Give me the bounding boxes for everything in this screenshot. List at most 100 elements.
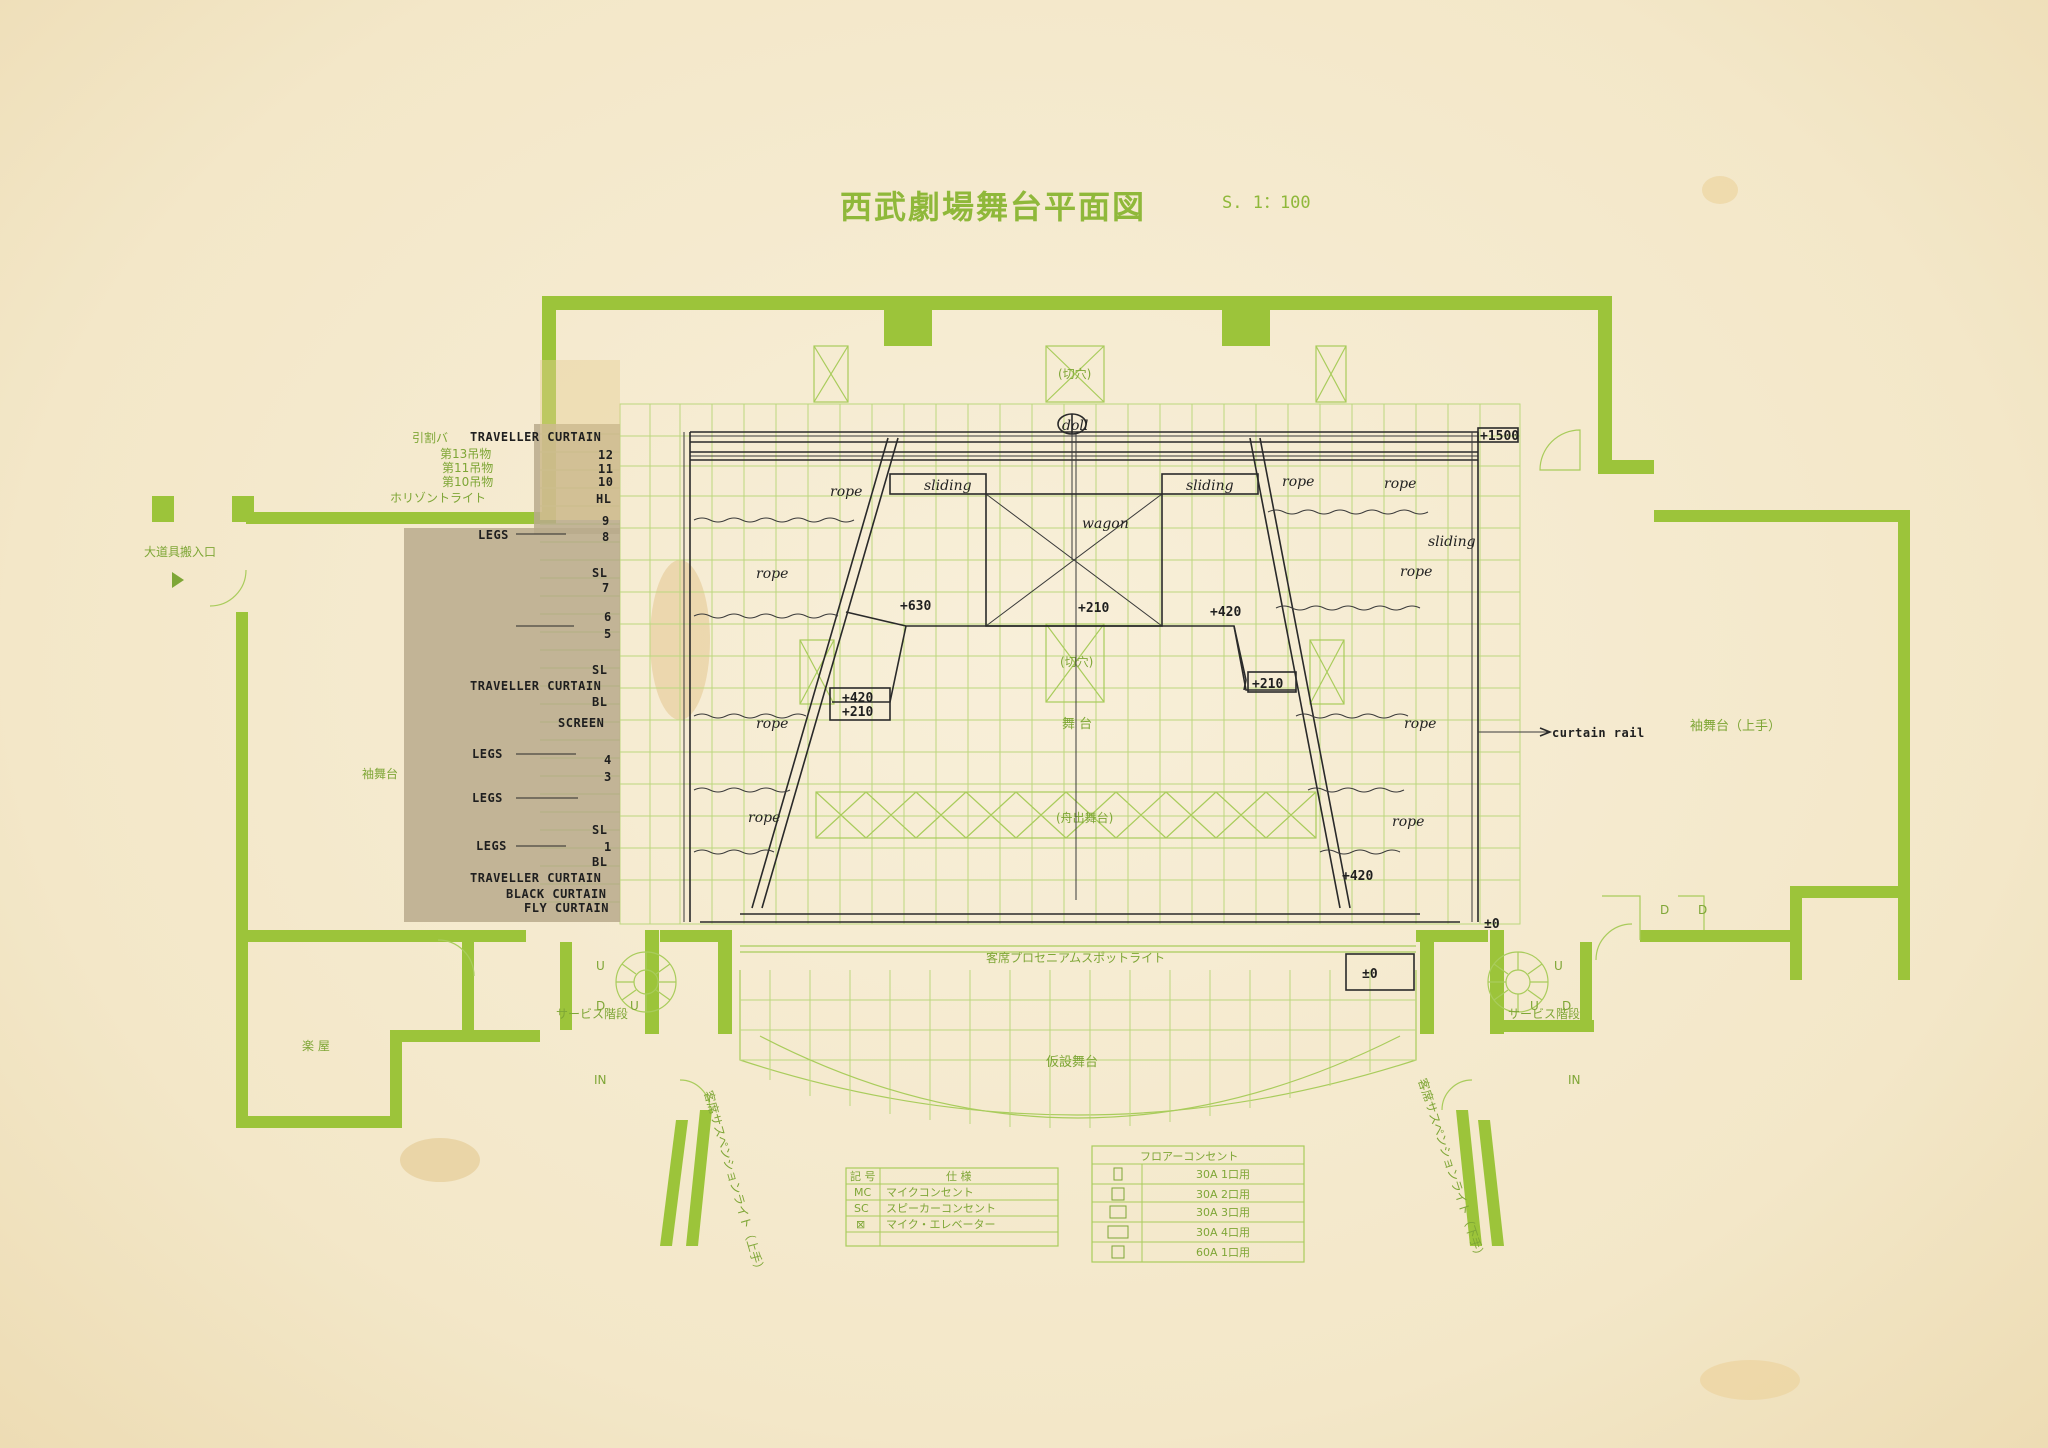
- left-lower-wall: [236, 930, 526, 942]
- legend-row2-sym: SC: [854, 1202, 869, 1215]
- floor-row-1: 30A 1口用: [1196, 1168, 1250, 1181]
- floor-row-5: 60A 1口用: [1196, 1246, 1250, 1259]
- aud-left-wall-b: [686, 1110, 712, 1246]
- bar-fly: FLY CURTAIN: [524, 901, 609, 915]
- bar-legs-4: LEGS: [476, 839, 507, 853]
- room-labels: 大道具搬入口 袖舞台 袖舞台（上手） 楽 屋 サービス階段 サービス階段 IN …: [144, 544, 1781, 1276]
- stage-label: 舞 台: [1062, 717, 1092, 732]
- outlet-1-icon: [1113, 1167, 1123, 1181]
- raked-wall-left: [751, 437, 899, 909]
- outlet-4-icon: [1107, 1225, 1129, 1239]
- bar-legs-3: LEGS: [472, 791, 503, 805]
- bar-bl-2: BL: [592, 855, 607, 869]
- bar-1: 1: [604, 840, 612, 854]
- u-label-5: D: [1660, 903, 1669, 917]
- gakuya-bottom: [236, 1116, 396, 1128]
- bar-black: BLACK CURTAIN: [506, 887, 606, 901]
- curtain-rail-label: curtain rail: [1552, 726, 1645, 740]
- daidogu-label: 大道具搬入口: [144, 544, 216, 559]
- entry-arrow-icon: [172, 572, 184, 588]
- stage-machinery: [683, 413, 1553, 991]
- gakuya-label: 楽 屋: [302, 1039, 330, 1053]
- aud-left-wall-a: [660, 1120, 688, 1246]
- prosc-spot-lines: [740, 945, 1416, 953]
- left-outer-wall: [236, 612, 248, 1128]
- trap-boxes-top: [813, 345, 1347, 403]
- level-420-c: +420: [1342, 869, 1373, 884]
- pilaster-1: [884, 296, 932, 346]
- overlay-upper: [534, 424, 620, 534]
- bar-jp-13: 第13吊物: [440, 447, 491, 461]
- right-upper-wall: [1654, 510, 1910, 522]
- prosc-spot-label: 客席プロセニアムスポットライト: [986, 950, 1165, 965]
- spiral-stairs: [615, 951, 1549, 1013]
- bar-11: 11: [598, 462, 613, 476]
- bar-traveller-top: TRAVELLER CURTAIN: [470, 430, 601, 444]
- legend-head-sym: 記 号: [850, 1169, 876, 1183]
- stage-labels: doll wagon sliding sliding sliding rope …: [748, 418, 1645, 982]
- raked-wall-right: [1249, 437, 1351, 909]
- bar-legs-1: LEGS: [478, 528, 509, 542]
- bar-5: 5: [604, 627, 612, 641]
- floor-table-head: フロアーコンセント: [1140, 1150, 1238, 1163]
- bar-jp-10: 第10吊物: [442, 475, 493, 489]
- rope-lines: [693, 509, 1429, 855]
- legend-table: 記 号 仕 様 MC マイクコンセント SC スピーカーコンセント ⊠ マイク・…: [845, 1167, 1059, 1247]
- box-420-210-l: [829, 687, 891, 721]
- susp-right-label: 客席サスペンションライト（下手）: [1415, 1076, 1488, 1262]
- scale-label: S. 1：100: [1222, 193, 1311, 213]
- right-jog: [1598, 460, 1654, 474]
- karisetsu-outline: [739, 970, 1417, 1116]
- top-pipes: [690, 431, 1478, 461]
- rope-label-7: rope: [1400, 564, 1432, 580]
- rope-label-6: rope: [1384, 476, 1416, 492]
- rope-label-8: rope: [1404, 716, 1436, 732]
- u-label-4: U: [1530, 999, 1539, 1013]
- level-420: +420: [1210, 605, 1241, 620]
- level-420-b: +420: [842, 691, 873, 706]
- doll-line: [1071, 434, 1077, 900]
- left-post-2: [232, 496, 254, 522]
- right-small-room-2: [1678, 895, 1705, 930]
- d-label-1: D: [596, 999, 605, 1013]
- bar-6: 6: [604, 610, 612, 624]
- stair-l-wall2: [560, 942, 572, 1030]
- overlay-stain: [540, 360, 620, 520]
- bar-jp-traveller: 引割バ: [412, 430, 448, 445]
- prosc-right-col: [1420, 942, 1434, 1034]
- service-stair-right-label: サービス階段: [1508, 1006, 1580, 1021]
- prosc-left-col: [718, 942, 732, 1034]
- in-left-label: IN: [594, 1073, 607, 1087]
- legend-row1-spec: マイクコンセント: [886, 1186, 974, 1199]
- bar-4: 4: [604, 753, 612, 767]
- legend-row2-spec: スピーカーコンセント: [886, 1202, 996, 1215]
- u-label-2: U: [630, 999, 639, 1013]
- walls: [152, 296, 1910, 1246]
- stair-l-wall: [462, 930, 474, 1040]
- rope-label-1: rope: [830, 484, 862, 500]
- sliding-right-box: [1161, 473, 1259, 495]
- wagon-label: wagon: [1082, 516, 1129, 532]
- legend-row3-spec: マイク・エレベーター: [886, 1218, 996, 1231]
- bar-10: 10: [598, 475, 613, 489]
- left-upper-wall: [246, 512, 556, 524]
- floor-row-3: 30A 3口用: [1196, 1206, 1250, 1219]
- trap-mid: [799, 623, 1345, 705]
- bar-legs-2: LEGS: [472, 747, 503, 761]
- rope-label-4: rope: [748, 810, 780, 826]
- rope-label-9: rope: [1392, 814, 1424, 830]
- sodebutai-right-label: 袖舞台（上手）: [1690, 719, 1781, 734]
- bar-sl-3: SL: [592, 823, 607, 837]
- floor-row-4: 30A 4口用: [1196, 1226, 1250, 1239]
- bar-jp-11: 第11吊物: [442, 461, 493, 475]
- trap-label-mid: (切穴): [1060, 654, 1093, 669]
- left-post-1: [152, 496, 174, 522]
- green-detail-lines: (切穴) (切穴) 舞 台 (舟出舞台) 客席プロセニアムスポットライト 仮設舞…: [209, 345, 1705, 1128]
- sliding-left-label: sliding: [924, 478, 972, 494]
- funadashi-boxes: [815, 791, 1317, 839]
- floor-outlet-table: フロアーコンセント 30A 1口用 30A 2口用 30A 3口用 30A 4口…: [1091, 1145, 1305, 1263]
- right-back-wall: [1598, 296, 1612, 474]
- bottom-edge: [700, 913, 1460, 923]
